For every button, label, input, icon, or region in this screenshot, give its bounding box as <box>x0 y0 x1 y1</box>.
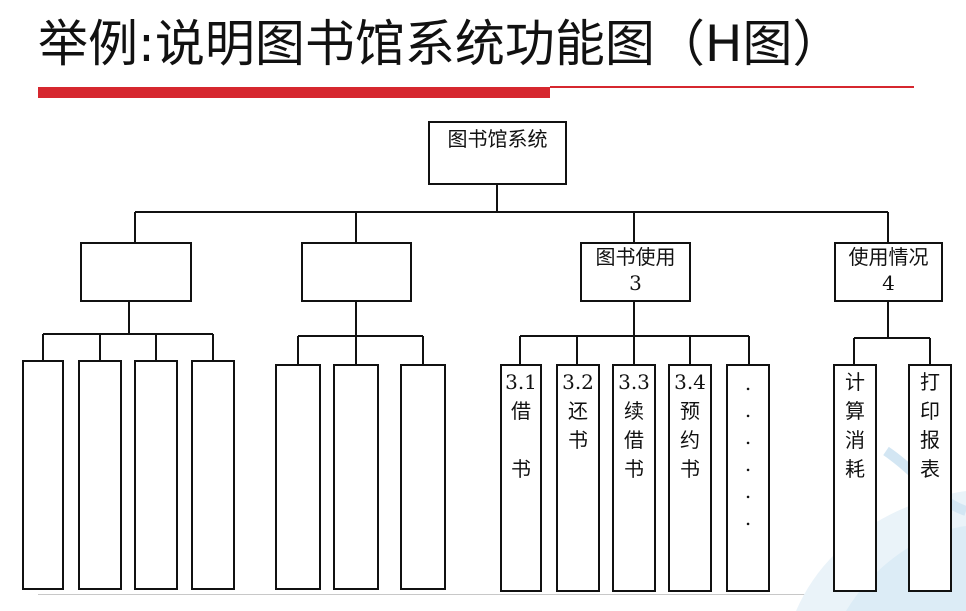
level1-node-book-use-label: 图书使用 3 <box>595 245 676 295</box>
level1-node-1 <box>80 242 192 302</box>
leaf-box-2-3 <box>400 364 446 590</box>
title-underline-red <box>38 87 550 98</box>
leaf-box-1-2 <box>78 360 122 590</box>
leaf-compute-label: 计 算 消 耗 <box>845 370 865 481</box>
level1-node-2 <box>301 242 412 302</box>
level1-node-book-use <box>580 242 691 302</box>
leaf-box-1-4 <box>191 360 235 590</box>
root-node-label: 图书馆系统 <box>447 127 548 151</box>
level1-node-usage-label: 使用情况 4 <box>848 245 929 295</box>
leaf-reserve <box>668 364 712 592</box>
leaf-renew-label: 3.3 续 借 书 <box>618 370 650 481</box>
title-underline-thin <box>550 86 914 88</box>
slide-title: 举例:说明图书馆系统功能图（H图） <box>38 15 843 73</box>
leaf-box-2-1 <box>275 364 321 590</box>
leaf-box-1-1 <box>22 360 64 590</box>
leaf-box-1-3 <box>134 360 178 590</box>
leaf-borrow-label: 3.1 借 书 <box>505 370 537 481</box>
footer-rule <box>38 594 914 595</box>
leaf-more <box>726 364 770 592</box>
leaf-reserve-label: 3.4 预 约 书 <box>674 370 706 481</box>
leaf-borrow <box>500 364 542 592</box>
leaf-print-label: 打 印 报 表 <box>920 370 940 481</box>
level1-node-usage <box>834 242 943 302</box>
leaf-print <box>908 364 952 592</box>
root-node <box>428 121 567 185</box>
leaf-box-2-2 <box>333 364 379 590</box>
leaf-return <box>556 364 600 592</box>
leaf-return-label: 3.2 还 书 <box>562 370 594 452</box>
leaf-more-label: . . . . . . <box>744 371 752 530</box>
leaf-compute <box>833 364 877 592</box>
leaf-renew <box>612 364 656 592</box>
